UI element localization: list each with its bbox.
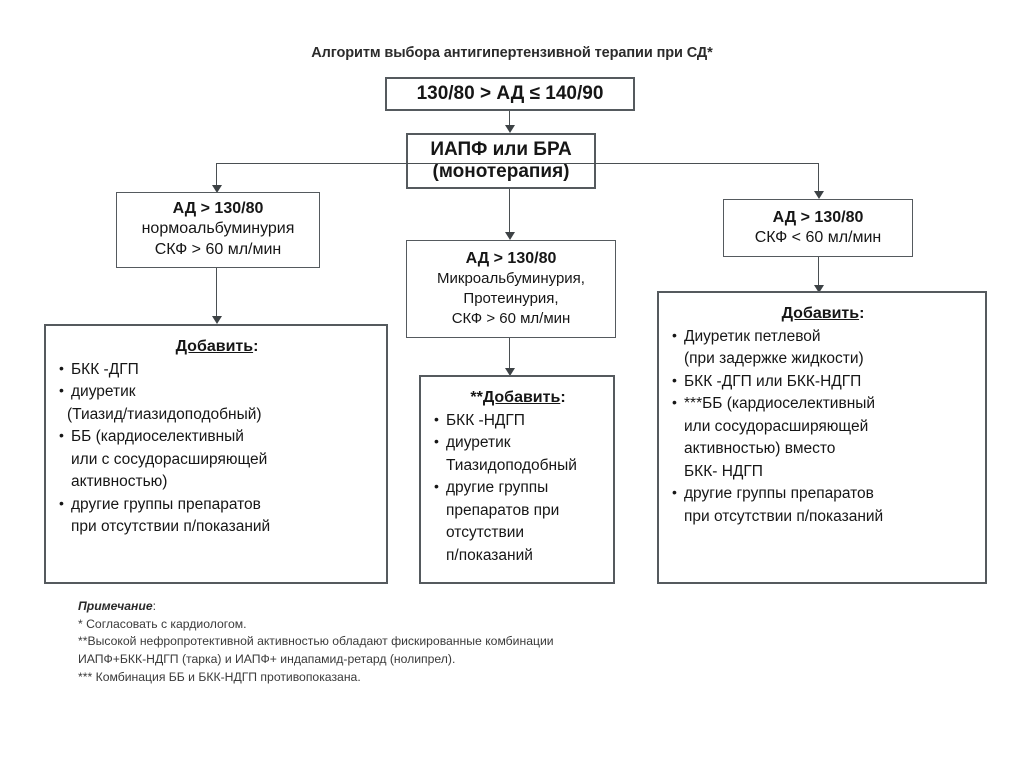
node-branch-right-line2: СКФ < 60 мл/мин xyxy=(754,228,882,246)
add-middle-title-colon: : xyxy=(560,389,566,406)
connector-left-to-add xyxy=(216,268,217,321)
list-item: Тиазидоподобный xyxy=(446,456,577,474)
add-right-list: Диуретик петлевой (при задержке жидкости… xyxy=(671,325,975,528)
connector-bus-right-drop xyxy=(818,163,819,195)
connector-bus-left-drop xyxy=(216,163,217,189)
list-item: отсутствии xyxy=(446,524,525,542)
connector-middle-to-add xyxy=(509,338,510,373)
connector-bp-to-mono xyxy=(509,111,510,129)
list-item: Диуретик петлевой xyxy=(671,325,975,348)
arrow-bp-to-mono xyxy=(505,125,515,133)
list-item: БКК- НДГП xyxy=(684,462,763,480)
add-right-title-word: Добавить xyxy=(781,305,860,322)
list-item: активностью) вместо xyxy=(684,440,836,458)
add-middle-list: БКК -НДГП диуретик Тиазидоподобный други… xyxy=(433,409,603,567)
node-branch-middle-line1: АД > 130/80 xyxy=(465,250,557,268)
add-left-list: БКК -ДГП диуретик (Тиазид/тиазидоподобны… xyxy=(58,358,376,539)
node-bp-range-line1: 130/80 > АД ≤ 140/90 xyxy=(416,82,604,104)
list-item: или с сосудорасширяющей xyxy=(71,450,268,468)
node-monotherapy: ИАПФ или БРА (монотерапия) xyxy=(406,133,596,189)
list-item: БКК -ДГП или БКК-НДГП xyxy=(671,370,975,393)
node-branch-middle-line4: СКФ > 60 мл/мин xyxy=(451,309,571,327)
list-item: другие группы препаратов xyxy=(58,493,376,516)
list-item: п/показаний xyxy=(446,546,533,564)
add-right-title: Добавить: xyxy=(671,305,975,323)
list-item: ***ББ (кардиоселективный xyxy=(671,392,975,415)
list-item: или сосудорасширяющей xyxy=(684,417,869,435)
notes-heading-label: Примечание xyxy=(78,599,153,613)
node-branch-left-line2: нормоальбуминурия xyxy=(141,220,295,238)
add-left-title: Добавить: xyxy=(58,338,376,356)
notes-section: Примечание: * Согласовать с кардиологом.… xyxy=(78,598,778,686)
arrow-bus-middle xyxy=(505,232,515,240)
list-item: другие группы xyxy=(433,476,603,499)
node-branch-middle-line3: Протеинурия, xyxy=(463,290,559,308)
list-item: диуретик xyxy=(58,380,376,403)
node-branch-right: АД > 130/80 СКФ < 60 мл/мин xyxy=(723,199,913,257)
add-middle-title-prefix: ** xyxy=(470,389,483,406)
arrow-bus-right xyxy=(814,191,824,199)
list-item: активностью) xyxy=(71,473,168,491)
node-branch-left: АД > 130/80 нормоальбуминурия СКФ > 60 м… xyxy=(116,192,320,268)
add-middle-title-word: Добавить xyxy=(482,389,561,406)
list-item: ББ (кардиоселективный xyxy=(58,425,376,448)
list-item: БКК -НДГП xyxy=(433,409,603,432)
node-add-right: Добавить: Диуретик петлевой (при задержк… xyxy=(657,291,987,584)
node-branch-left-line3: СКФ > 60 мл/мин xyxy=(154,241,282,258)
notes-line: ИАПФ+БКК-НДГП (тарка) и ИАПФ+ индапамид-… xyxy=(78,652,456,667)
list-item: (Тиазид/тиазидоподобный) xyxy=(67,405,262,423)
arrow-right-to-add xyxy=(814,285,824,293)
add-left-title-word: Добавить xyxy=(175,338,254,355)
list-item: диуретик xyxy=(433,431,603,454)
arrow-middle-to-add xyxy=(505,368,515,376)
node-monotherapy-line1: ИАПФ или БРА xyxy=(430,138,572,160)
arrow-left-to-add xyxy=(212,316,222,324)
notes-heading: Примечание: xyxy=(78,598,778,616)
list-item: при отсутствии п/показаний xyxy=(684,507,884,525)
connector-right-to-add xyxy=(818,257,819,290)
node-branch-left-line1: АД > 130/80 xyxy=(172,200,264,218)
node-branch-right-line1: АД > 130/80 xyxy=(772,208,864,226)
add-right-title-colon: : xyxy=(859,305,865,322)
add-left-title-colon: : xyxy=(253,338,259,355)
connector-mono-middle-drop xyxy=(509,189,510,237)
node-add-left: Добавить: БКК -ДГП диуретик (Тиазид/тиаз… xyxy=(44,324,388,584)
list-item: препаратов при xyxy=(446,501,560,519)
arrow-bus-left xyxy=(212,185,222,193)
list-item: БКК -ДГП xyxy=(58,358,376,381)
node-branch-middle-line2: Микроальбуминурия, xyxy=(437,270,585,288)
add-middle-title: **Добавить: xyxy=(433,389,603,407)
notes-line: * Согласовать с кардиологом. xyxy=(78,616,247,631)
notes-heading-colon: : xyxy=(152,599,157,613)
list-item: при отсутствии п/показаний xyxy=(71,518,271,536)
notes-line: *** Комбинация ББ и БКК-НДГП противопока… xyxy=(78,669,361,684)
page-title: Алгоритм выбора антигипертензивной терап… xyxy=(311,45,713,61)
connector-branch-bus xyxy=(216,163,818,164)
node-branch-middle: АД > 130/80 Микроальбуминурия, Протеинур… xyxy=(406,240,616,338)
notes-line: **Высокой нефропротективной активностью … xyxy=(78,634,554,649)
list-item: другие группы препаратов xyxy=(671,482,975,505)
node-bp-range: 130/80 > АД ≤ 140/90 xyxy=(385,77,635,111)
node-add-middle: **Добавить: БКК -НДГП диуретик Тиазидопо… xyxy=(419,375,615,584)
list-item: (при задержке жидкости) xyxy=(684,350,864,368)
node-monotherapy-line2: (монотерапия) xyxy=(432,161,570,182)
